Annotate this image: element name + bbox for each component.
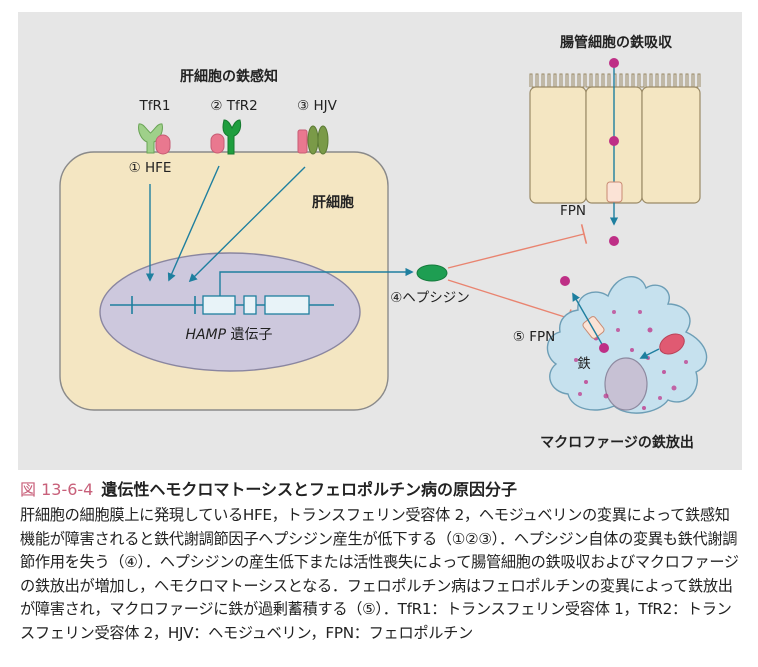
hamp-gene bbox=[110, 295, 334, 315]
diagram: 肝細胞の鉄感知 TfR1 ② TfR2 ③ HJV ① HFE 肝細胞 HAMP… bbox=[59, 34, 708, 451]
caption-title-line: 図 13-6-4 遺伝性ヘモクロマトーシスとフェロポルチン病の原因分子 bbox=[20, 478, 742, 502]
iron-label: 鉄 bbox=[577, 356, 591, 372]
iron-dot bbox=[609, 236, 619, 246]
hamp-exon-2 bbox=[243, 295, 257, 315]
enterocyte-cell-1 bbox=[529, 86, 587, 204]
hepcidin-inhibits-enterocyte-fpn bbox=[447, 224, 588, 269]
tfr2-signal-arrow bbox=[167, 165, 220, 282]
hfe-protein bbox=[155, 134, 171, 155]
hjv-protein bbox=[297, 125, 329, 155]
fpn-macrophage-label: ⑤ FPN bbox=[513, 329, 555, 345]
hamp-gene-suffix: 遺伝子 bbox=[226, 327, 272, 343]
fpn-enterocyte-label: FPN bbox=[560, 203, 586, 219]
iron-release-path bbox=[572, 292, 604, 347]
hepcidin-molecule bbox=[416, 264, 448, 282]
hepatocyte-label: 肝細胞 bbox=[312, 194, 354, 211]
figure-panel: 肝細胞の鉄感知 TfR1 ② TfR2 ③ HJV ① HFE 肝細胞 HAMP… bbox=[18, 12, 742, 470]
transferrin-iron bbox=[659, 333, 685, 355]
hepatocyte-sensing-title: 肝細胞の鉄感知 bbox=[180, 68, 278, 85]
tfr2-label: ② TfR2 bbox=[210, 98, 257, 114]
hepcidin-label: ④ヘプシジン bbox=[390, 290, 470, 306]
hfe-label: ① HFE bbox=[129, 160, 172, 176]
hjv-signal-arrow bbox=[188, 166, 306, 283]
macrophage-nucleus bbox=[604, 357, 648, 411]
macrophage-title: マクロファージの鉄放出 bbox=[540, 434, 694, 451]
iron-dot bbox=[609, 136, 619, 146]
tfr1-label: TfR1 bbox=[139, 98, 171, 114]
ferroportin-enterocyte bbox=[606, 181, 623, 203]
enterocyte-title: 腸管細胞の鉄吸収 bbox=[560, 34, 673, 51]
hamp-exon-3 bbox=[264, 295, 310, 315]
macrophage-cell bbox=[546, 275, 708, 414]
tfr2-receptor bbox=[210, 119, 242, 155]
hamp-output-arrow bbox=[219, 267, 414, 296]
iron-dot bbox=[609, 58, 619, 68]
hamp-gene-name: HAMP bbox=[185, 327, 226, 343]
figure-number: 図 13-6-4 bbox=[20, 480, 94, 499]
hamp-gene-label: HAMP 遺伝子 bbox=[185, 327, 272, 343]
hamp-exon-1 bbox=[202, 295, 236, 315]
figure-caption: 図 13-6-4 遺伝性ヘモクロマトーシスとフェロポルチン病の原因分子 肝細胞の細… bbox=[20, 478, 742, 645]
transferrin-uptake-arrow bbox=[639, 348, 660, 359]
caption-body: 肝細胞の細胞膜上に発現しているHFE，トランスフェリン受容体 2，ヘモジュベリン… bbox=[20, 506, 739, 642]
hjv-label: ③ HJV bbox=[297, 98, 338, 114]
enterocyte-cell-3 bbox=[641, 86, 701, 204]
iron-dot bbox=[599, 343, 609, 353]
tfr1-receptor bbox=[138, 123, 163, 154]
iron-dot bbox=[560, 276, 570, 286]
figure-title: 遺伝性ヘモクロマトーシスとフェロポルチン病の原因分子 bbox=[101, 480, 518, 499]
